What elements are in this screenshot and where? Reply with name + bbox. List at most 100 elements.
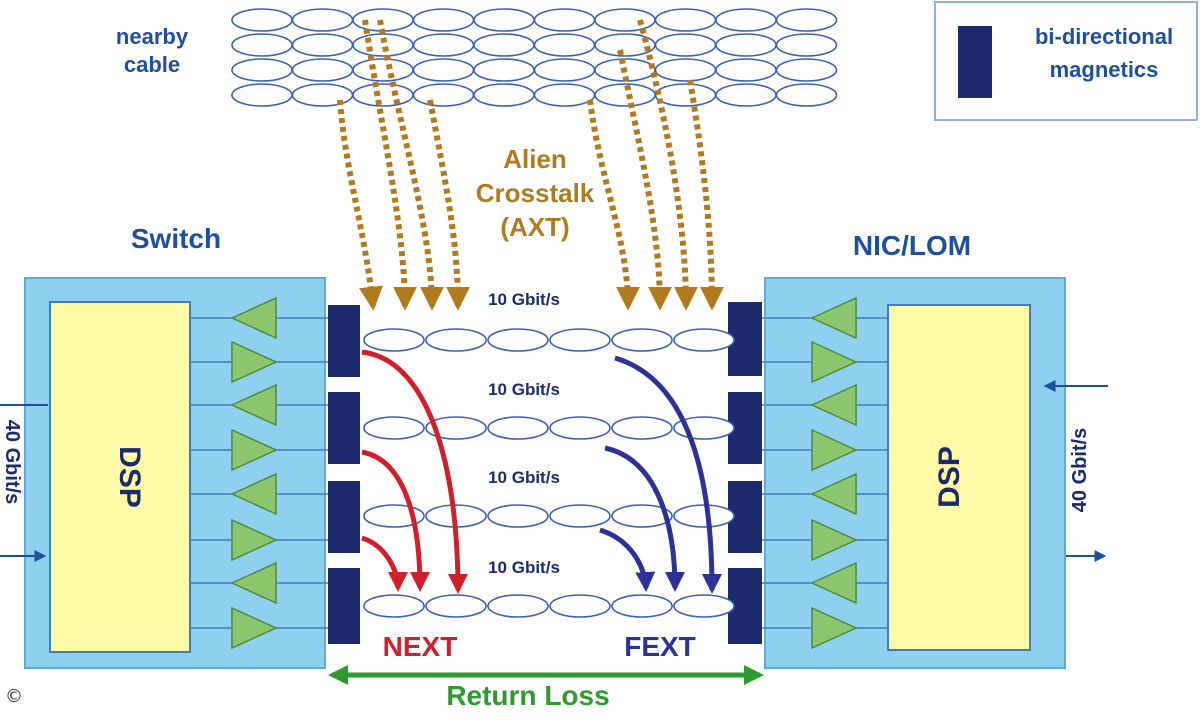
amplifier-triangle (811, 428, 858, 472)
cable-strand (715, 83, 777, 107)
fext-label: FEXT (624, 631, 696, 662)
twisted-pair-strand (425, 594, 487, 618)
switch-title: Switch (131, 223, 221, 254)
cable-strand (473, 83, 535, 107)
twisted-pairs (363, 328, 735, 618)
amplifier-triangle (231, 518, 278, 562)
cable-strand (533, 83, 596, 107)
nic-amplifiers (810, 296, 858, 650)
axt-arrow (362, 19, 417, 311)
left-rate-label: 40 Gbit/s (1, 420, 23, 504)
right-rate-label: 40 Gbit/s (1069, 428, 1091, 512)
cable-strand (473, 58, 535, 82)
amplifier-triangle (230, 296, 277, 340)
amplifier-triangle (810, 296, 857, 340)
nic-lom-title: NIC/LOM (853, 230, 971, 261)
return-loss-label: Return Loss (446, 680, 609, 711)
cable-strand (654, 8, 717, 32)
fext-arrow (614, 355, 722, 594)
pair-rate-label: 10 Gbit/s (488, 290, 560, 309)
twisted-pair-strand (549, 328, 611, 352)
next-arrow (361, 349, 468, 594)
cable-strand (775, 58, 838, 82)
next-arrow (361, 449, 430, 592)
cable-strand (533, 8, 596, 32)
cable-strand (291, 8, 354, 32)
twisted-pair-strand (611, 504, 673, 528)
magnetics-block (328, 481, 360, 553)
twisted-pair-strand (549, 594, 611, 618)
cable-strand (352, 83, 414, 107)
magnetics-block (328, 568, 360, 644)
cable-strand (594, 8, 656, 32)
cable-strand (533, 33, 596, 57)
twisted-pair-strand (611, 594, 673, 618)
right-magnetics (728, 302, 762, 644)
amplifier-triangle (810, 561, 857, 605)
cable-strand (231, 83, 293, 107)
amplifier-triangle (810, 383, 857, 427)
twisted-pair-strand (549, 504, 611, 528)
return-loss: Return Loss (328, 665, 764, 711)
twisted-pair-strand (487, 416, 549, 440)
cable-strand (654, 33, 717, 57)
cable-strand (654, 83, 717, 107)
cable-strand (775, 8, 838, 32)
twisted-pair-strand (487, 328, 549, 352)
next-label: NEXT (383, 631, 458, 662)
cable-strand (715, 8, 777, 32)
cable-strand (352, 33, 414, 57)
cable-strand (412, 33, 475, 57)
fext-arrow (599, 527, 656, 592)
cable-strand (715, 58, 777, 82)
amplifier-triangle (811, 518, 858, 562)
cable-strand (291, 58, 354, 82)
cable-strand (291, 83, 354, 107)
left-rate-indicator: 40 Gbit/s (0, 404, 48, 562)
cable-strand (231, 58, 293, 82)
cable-strand (715, 33, 777, 57)
cable-strand (412, 83, 475, 107)
twisted-pair-strand (363, 594, 425, 618)
twisted-pair-strand (673, 594, 735, 618)
nearby-cable-label-2: cable (124, 52, 180, 77)
right-rate-indicator: 40 Gbit/s (1043, 380, 1108, 562)
twisted-pair-strand (425, 328, 487, 352)
cable-strand (473, 33, 535, 57)
amplifier-triangle (230, 561, 277, 605)
amplifier-triangle (230, 383, 277, 427)
switch-dsp-block (49, 301, 191, 653)
twisted-pair-strand (487, 504, 549, 528)
magnetics-block (328, 392, 360, 464)
amplifier-triangle (231, 340, 278, 384)
cable-strand (412, 58, 475, 82)
axt-arrow (427, 99, 470, 311)
amplifier-triangle (811, 340, 858, 384)
amplifier-triangle (811, 606, 858, 650)
magnetics-block (328, 305, 360, 377)
legend-magnetics-swatch (958, 26, 992, 98)
twisted-pair-strand (611, 328, 673, 352)
next-arrow (361, 535, 408, 592)
switch-amplifiers (230, 296, 278, 650)
twisted-pair-strand (363, 328, 425, 352)
pair-rate-label: 10 Gbit/s (488, 380, 560, 399)
twisted-pair-strand (425, 416, 487, 440)
nearby-cable-label-1: nearby (116, 24, 189, 49)
cable-strand (291, 33, 354, 57)
switch-dsp-label: DSP (113, 446, 146, 508)
cable-strand (654, 58, 717, 82)
pair-rate-label: 10 Gbit/s (488, 468, 560, 487)
amplifier-triangle (230, 472, 277, 516)
twisted-pair-strand (611, 416, 673, 440)
cable-strand (533, 58, 596, 82)
alien-crosstalk-label-1: Alien (503, 144, 567, 174)
amplifier-triangle (231, 606, 278, 650)
left-magnetics (328, 305, 360, 644)
next-arrows (361, 349, 468, 594)
copyright-mark: © (5, 686, 23, 707)
twisted-pair-strand (549, 416, 611, 440)
cable-strand (231, 8, 293, 32)
pair-rate-label: 10 Gbit/s (488, 558, 560, 577)
